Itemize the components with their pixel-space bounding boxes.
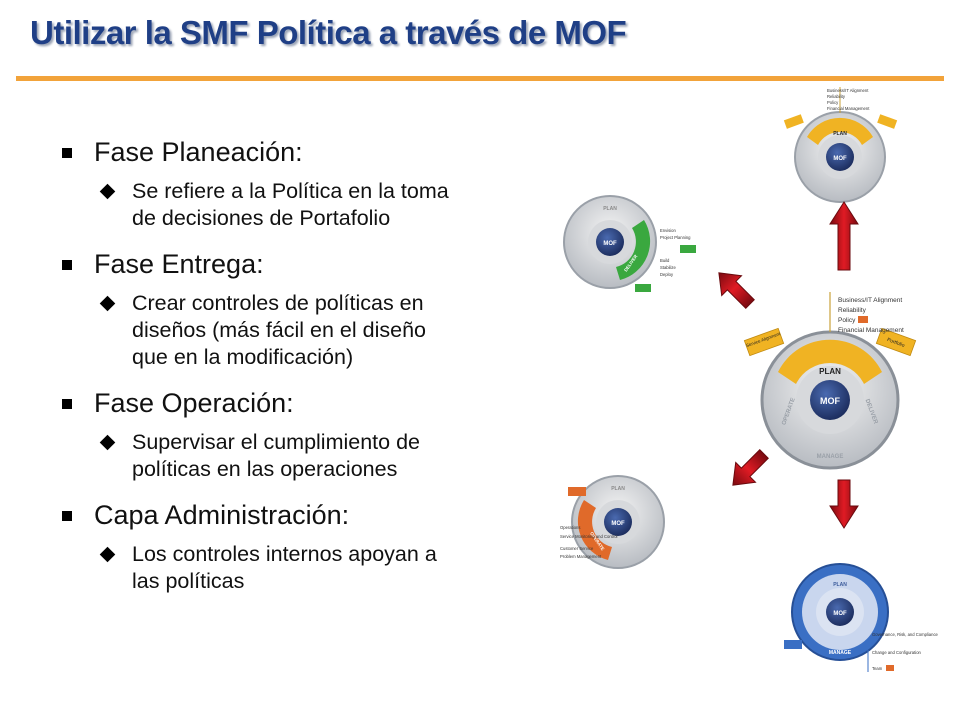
deliver-arc bbox=[616, 220, 651, 280]
plan-item: Reliability bbox=[827, 94, 846, 99]
title-underline bbox=[16, 76, 944, 81]
operate-item: Problem Management bbox=[560, 554, 602, 559]
hub-label: MOF bbox=[611, 521, 625, 527]
bullet-manage: Capa Administración: bbox=[62, 499, 532, 531]
deliver-items: Envision Project Planning Build Stabiliz… bbox=[660, 228, 691, 277]
hub-label: MOF bbox=[820, 396, 840, 406]
deliver-item: Envision bbox=[660, 228, 676, 233]
arrow-up-left bbox=[718, 272, 755, 309]
square-bullet-icon bbox=[62, 260, 72, 270]
plan-item: Policy bbox=[838, 317, 856, 324]
plan-items-main: Business/IT Alignment Reliability Policy… bbox=[838, 297, 904, 334]
arrow-down bbox=[829, 479, 859, 529]
bullet-deliver: Fase Entrega: bbox=[62, 248, 532, 280]
plan-phase-label: PLAN bbox=[611, 486, 625, 492]
manage-layer-label: MANAGE bbox=[817, 454, 844, 460]
plan-arc bbox=[807, 117, 873, 145]
operate-item: Service Monitoring and Control bbox=[560, 534, 618, 539]
bullet-deliver-label: Fase Entrega: bbox=[94, 249, 264, 279]
operate-items: Operations Service Monitoring and Contro… bbox=[560, 525, 618, 559]
manage-item: Team bbox=[872, 666, 883, 671]
square-bullet-icon bbox=[62, 511, 72, 521]
deliver-item: Build bbox=[660, 258, 670, 263]
plan-item: Policy bbox=[827, 100, 839, 105]
deliver-item: Deploy bbox=[660, 272, 674, 277]
square-bullet-icon bbox=[62, 148, 72, 158]
service-alignment-tag bbox=[783, 114, 804, 129]
square-bullet-icon bbox=[62, 399, 72, 409]
plan-phase-label: PLAN bbox=[603, 206, 617, 212]
diamond-bullet-icon bbox=[99, 434, 116, 451]
portfolio-tag bbox=[877, 114, 898, 129]
release-readiness-tag bbox=[635, 284, 651, 292]
plan-item: Business/IT Alignment bbox=[838, 297, 902, 304]
manage-layer-label: MANAGE bbox=[829, 650, 852, 656]
hub-label: MOF bbox=[833, 611, 847, 617]
service-alignment-tag: Service Alignment bbox=[743, 327, 785, 357]
operational-health-tag bbox=[568, 487, 586, 496]
portfolio-tag: Portfolio bbox=[875, 327, 917, 357]
hub-label: MOF bbox=[603, 241, 617, 247]
wheel-manage: MOF PLAN MANAGE bbox=[784, 563, 889, 672]
sub-bullet-line: políticas en las operaciones bbox=[132, 457, 398, 481]
operate-arc bbox=[577, 500, 612, 560]
bullet-operate-label: Fase Operación: bbox=[94, 388, 294, 418]
bullet-manage-label: Capa Administración: bbox=[94, 500, 350, 530]
sub-bullet-line: las políticas bbox=[132, 569, 245, 593]
sub-bullet-deliver: Crear controles de políticas en diseños … bbox=[62, 290, 532, 371]
manage-item: Change and Configuration bbox=[872, 650, 922, 655]
plan-item: Financial Management bbox=[838, 327, 904, 334]
plan-phase-label: PLAN bbox=[819, 367, 841, 376]
hub-label: MOF bbox=[833, 156, 847, 162]
sub-bullet-plan: Se refiere a la Política en la toma de d… bbox=[62, 178, 532, 232]
wheel-plan-main: MOF PLAN OPERATE DELIVER MANAGE Service … bbox=[743, 292, 917, 470]
bullet-plan-label: Fase Planeación: bbox=[94, 137, 303, 167]
team-highlight bbox=[886, 665, 894, 671]
sub-bullet-manage: Los controles internos apoyan a las polí… bbox=[62, 541, 532, 595]
plan-phase-label: PLAN bbox=[833, 131, 847, 137]
sub-bullet-line: diseños (más fácil en el diseño bbox=[132, 318, 426, 342]
bullet-operate: Fase Operación: bbox=[62, 387, 532, 419]
plan-phase-label: PLAN bbox=[833, 582, 847, 588]
sub-bullet-line: de decisiones de Portafolio bbox=[132, 206, 391, 230]
wheel-deliver: MOF PLAN DELIVER bbox=[563, 195, 696, 292]
manage-item: Governance, Risk, and Compliance bbox=[872, 632, 939, 637]
deliver-item: Project Planning bbox=[660, 235, 691, 240]
operate-item: Operations bbox=[560, 525, 580, 530]
operate-item: Customer Service bbox=[560, 546, 594, 551]
arrow-up bbox=[829, 201, 859, 271]
sub-bullet-line: que en la modificación) bbox=[132, 345, 354, 369]
deliver-item: Stabilize bbox=[660, 265, 676, 270]
plan-arc bbox=[778, 339, 882, 384]
sub-bullet-line: Se refiere a la Política en la toma bbox=[132, 179, 449, 203]
policy-control-tag bbox=[784, 640, 802, 649]
wheel-operate: MOF PLAN OPERATE bbox=[568, 475, 665, 569]
project-plan-approved-tag bbox=[680, 245, 696, 253]
sub-bullet-operate: Supervisar el cumplimiento de políticas … bbox=[62, 429, 532, 483]
mof-diagram: MOF PLAN Business/IT Alignment Reliabili… bbox=[560, 87, 939, 672]
sub-bullet-line: Supervisar el cumplimiento de bbox=[132, 430, 420, 454]
plan-item: Business/IT Alignment bbox=[827, 88, 869, 93]
policy-highlight bbox=[858, 316, 868, 323]
bullet-plan: Fase Planeación: bbox=[62, 136, 532, 168]
wheel-plan-top: MOF PLAN bbox=[783, 87, 898, 203]
portfolio-label: Portfolio bbox=[886, 337, 905, 349]
plan-items-top: Business/IT Alignment Reliability Policy… bbox=[827, 88, 870, 111]
arrow-down-left bbox=[732, 449, 769, 486]
diamond-bullet-icon bbox=[99, 295, 116, 312]
diamond-bullet-icon bbox=[99, 183, 116, 200]
slide-title: Utilizar la SMF Política a través de MOF bbox=[30, 14, 627, 51]
plan-item: Financial Management bbox=[827, 106, 870, 111]
manage-items: Governance, Risk, and Compliance Change … bbox=[872, 632, 939, 671]
bullet-list: Fase Planeación: Se refiere a la Polític… bbox=[62, 136, 532, 595]
sub-bullet-line: Crear controles de políticas en bbox=[132, 291, 424, 315]
plan-item: Reliability bbox=[838, 307, 867, 314]
sub-bullet-line: Los controles internos apoyan a bbox=[132, 542, 437, 566]
diamond-bullet-icon bbox=[99, 546, 116, 563]
